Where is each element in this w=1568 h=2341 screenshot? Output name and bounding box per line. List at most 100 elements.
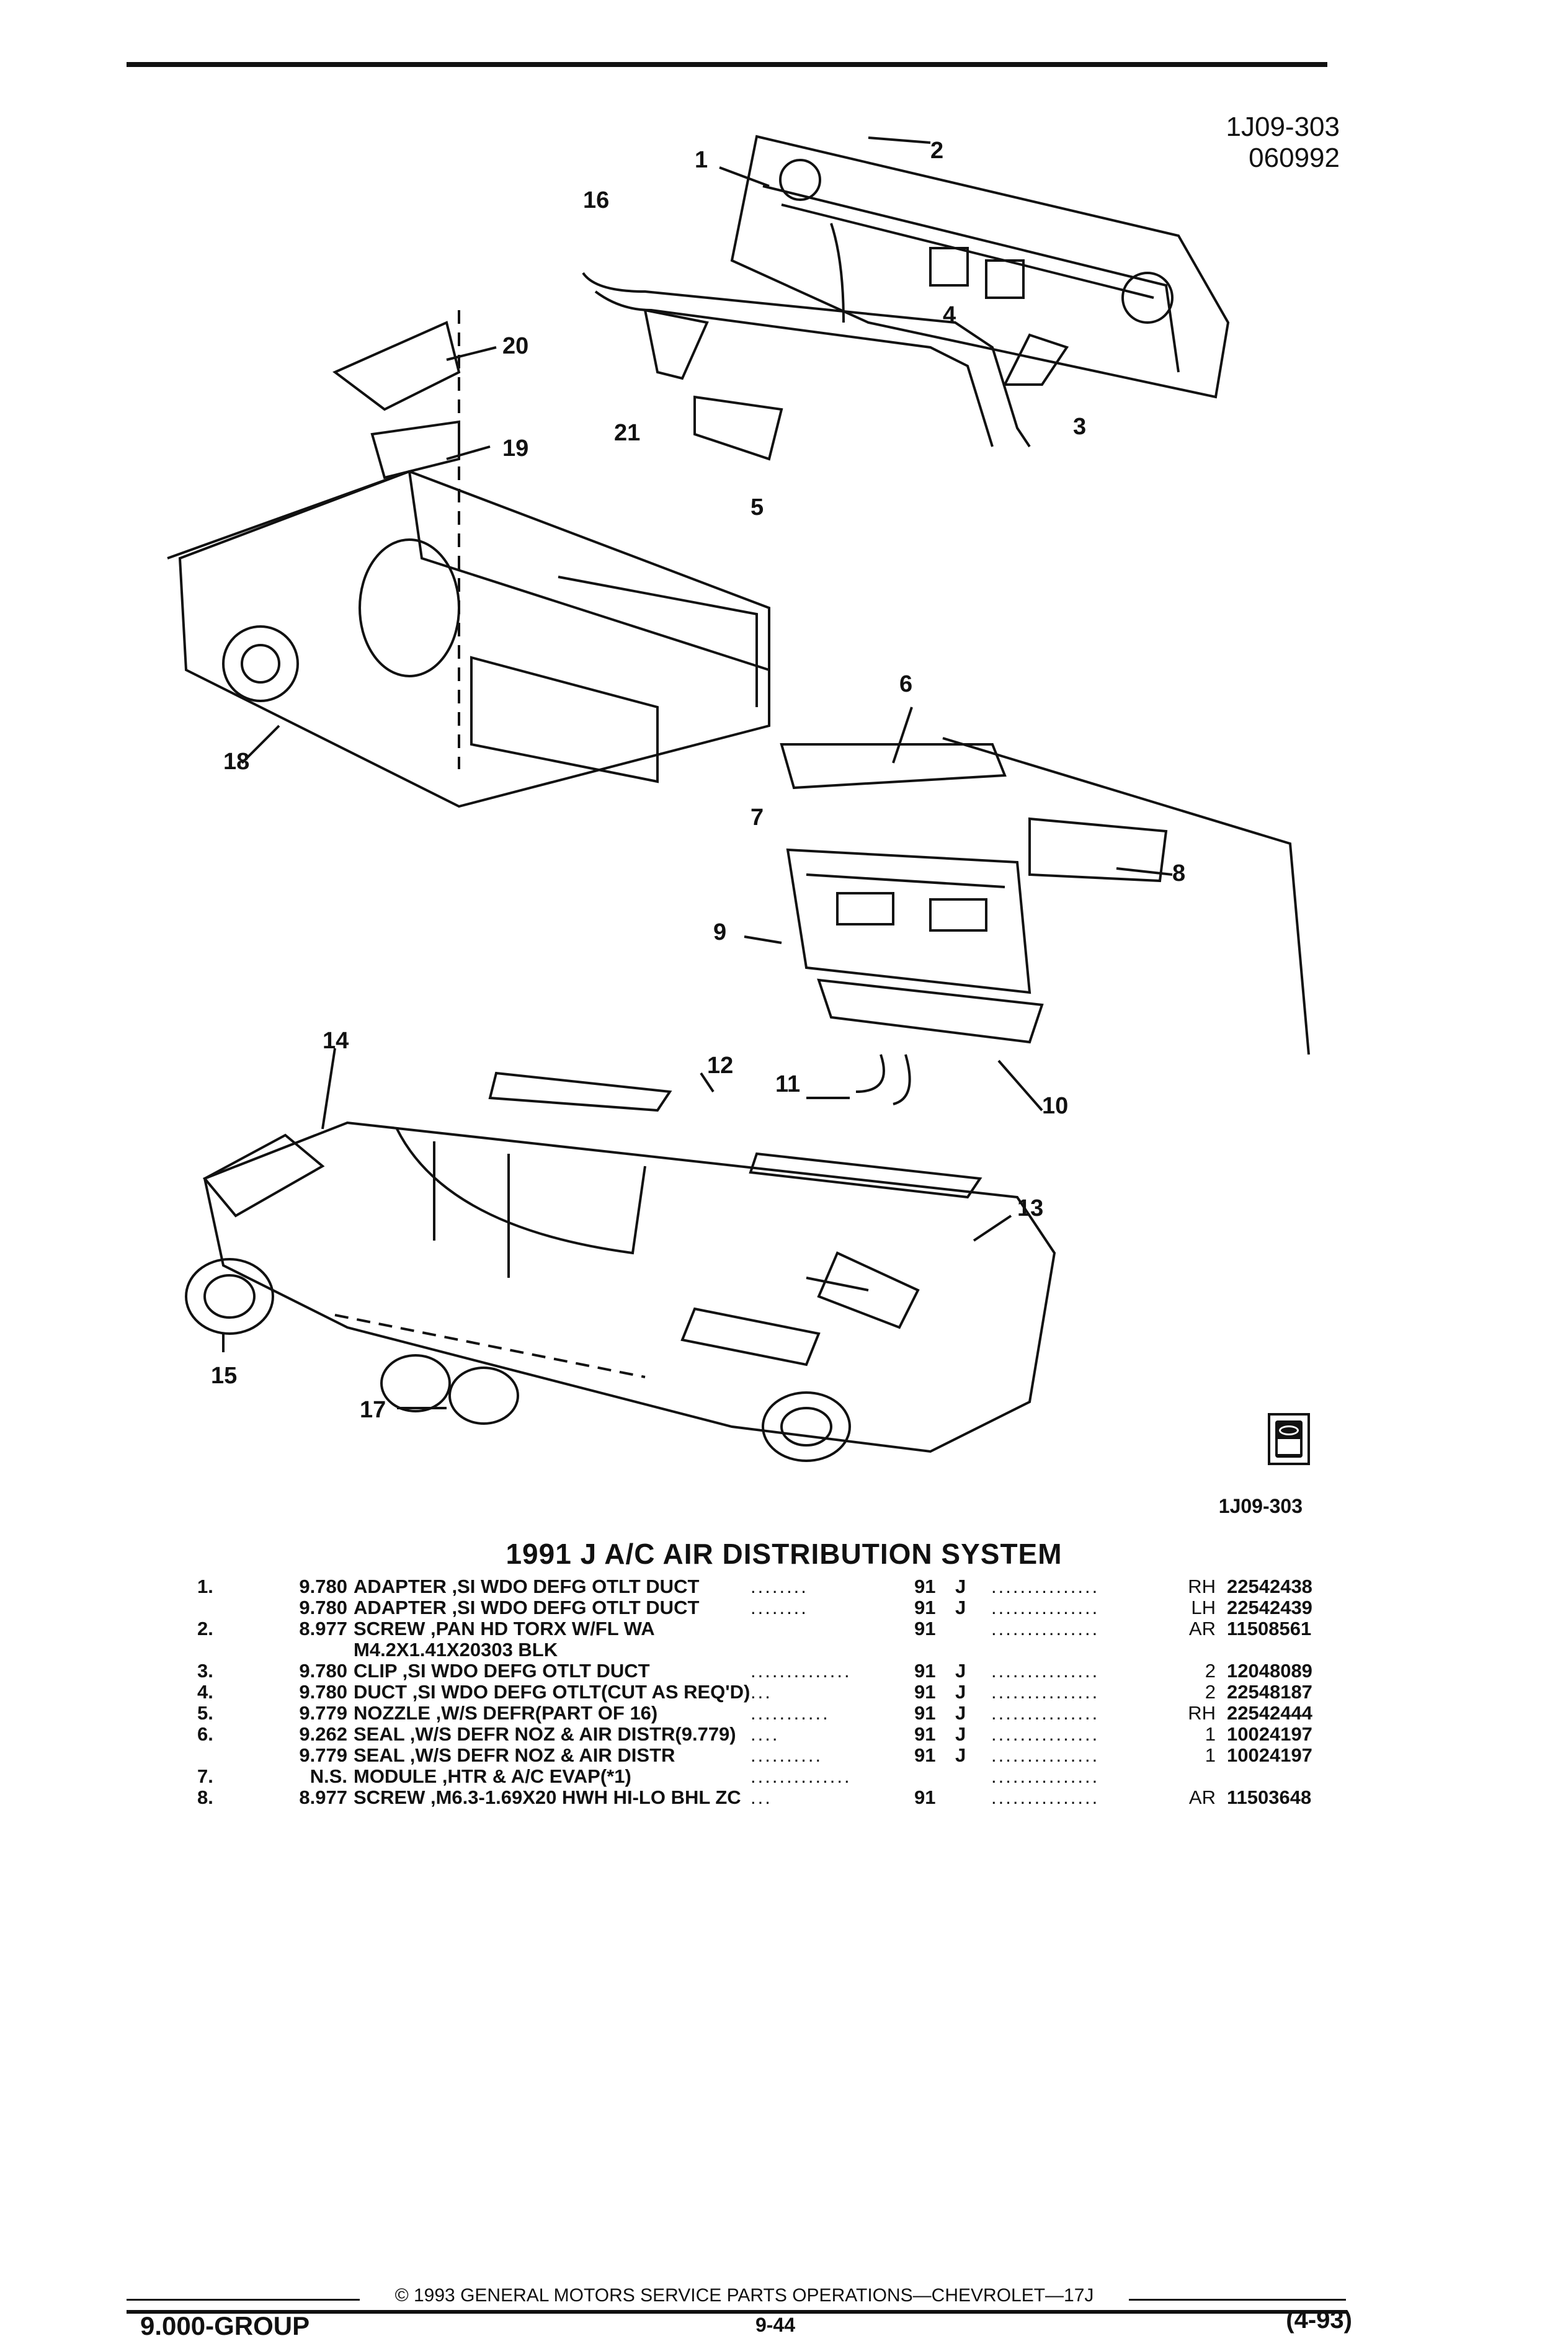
leader-dots: ..............: [751, 1660, 852, 1682]
quantity: RH: [1188, 1702, 1216, 1724]
gmspo-logo-icon: [1268, 1413, 1310, 1465]
series-code: J: [955, 1681, 966, 1703]
model-year: 91: [914, 1681, 936, 1703]
part-number: 12048089: [1227, 1660, 1312, 1682]
callout-4: 4: [943, 302, 956, 328]
leader-dots: ...............: [991, 1597, 1100, 1618]
quantity: AR: [1188, 1618, 1216, 1639]
group-code: 9.779: [299, 1702, 347, 1724]
item-number: 5.: [197, 1702, 213, 1724]
leader-dots: ...............: [991, 1681, 1100, 1703]
leader-dots: ..............: [751, 1765, 852, 1787]
figure-id: 1J09-303: [1218, 1495, 1303, 1517]
quantity: RH: [1188, 1576, 1216, 1597]
group-code: 9.779: [299, 1744, 347, 1766]
leader-dots: ...: [751, 1786, 772, 1808]
quantity: 2: [1205, 1660, 1216, 1682]
callout-9: 9: [713, 919, 726, 945]
part-number: 22542444: [1227, 1702, 1312, 1724]
model-year: 91: [914, 1702, 936, 1724]
part-description: M4.2X1.41X20303 BLK: [354, 1639, 558, 1661]
model-year: 91: [914, 1744, 936, 1766]
item-number: 3.: [197, 1660, 213, 1682]
group-code: 9.262: [299, 1723, 347, 1745]
leader-dots: ....: [751, 1723, 780, 1745]
part-description: ADAPTER ,SI WDO DEFG OTLT DUCT: [354, 1597, 700, 1618]
copyright-notice: © 1993 GENERAL MOTORS SERVICE PARTS OPER…: [394, 2285, 1094, 2306]
quantity: AR: [1188, 1786, 1216, 1808]
part-description: DUCT ,SI WDO DEFG OTLT(CUT AS REQ'D): [354, 1681, 751, 1703]
part-number: 22542438: [1227, 1576, 1312, 1597]
callout-15: 15: [211, 1363, 237, 1389]
callout-6: 6: [899, 671, 912, 697]
leader-dots: ..........: [751, 1744, 823, 1766]
leader-dots: ........: [751, 1597, 808, 1618]
item-number: 6.: [197, 1723, 213, 1745]
model-year: 91: [914, 1597, 936, 1618]
copyright-rule-right: [1129, 2299, 1346, 2301]
series-code: J: [955, 1660, 966, 1682]
callout-11: 11: [775, 1071, 800, 1097]
leader-dots: ...........: [751, 1702, 830, 1724]
drawing-id: 1J09-303: [1226, 112, 1340, 142]
series-code: J: [955, 1597, 966, 1618]
item-number: 7.: [197, 1765, 213, 1787]
callout-12: 12: [707, 1053, 733, 1079]
part-description: ADAPTER ,SI WDO DEFG OTLT DUCT: [354, 1576, 700, 1597]
callout-8: 8: [1172, 860, 1185, 886]
leader-dots: ...............: [991, 1765, 1100, 1787]
callout-13: 13: [1017, 1195, 1043, 1221]
quantity: 1: [1205, 1723, 1216, 1745]
leader-dots: ...............: [991, 1723, 1100, 1745]
callout-16: 16: [583, 187, 609, 213]
item-number: 8.: [197, 1786, 213, 1808]
callout-18: 18: [223, 749, 249, 775]
part-description: NOZZLE ,W/S DEFR(PART OF 16): [354, 1702, 658, 1724]
quantity: 2: [1205, 1681, 1216, 1703]
callout-17: 17: [360, 1397, 386, 1423]
callout-1: 1: [695, 147, 708, 173]
series-code: J: [955, 1744, 966, 1766]
group-code: N.S.: [310, 1765, 347, 1787]
part-number: 11503648: [1227, 1786, 1312, 1808]
part-description: SEAL ,W/S DEFR NOZ & AIR DISTR(9.779): [354, 1723, 736, 1745]
series-code: J: [955, 1576, 966, 1597]
series-code: J: [955, 1723, 966, 1745]
item-number: 4.: [197, 1681, 213, 1703]
quantity: LH: [1191, 1597, 1216, 1618]
leader-dots: ...............: [991, 1576, 1100, 1597]
part-description: SEAL ,W/S DEFR NOZ & AIR DISTR: [354, 1744, 675, 1766]
leader-dots: ...............: [991, 1786, 1100, 1808]
model-year: 91: [914, 1786, 936, 1808]
callout-5: 5: [751, 494, 764, 520]
group-code: 9.780: [299, 1660, 347, 1682]
leader-dots: ...............: [991, 1618, 1100, 1639]
callout-19: 19: [502, 435, 528, 462]
group-code: 8.977: [299, 1618, 347, 1639]
group-label: 9.000-GROUP: [140, 2311, 310, 2340]
page-number: 9-44: [755, 2314, 796, 2336]
part-number: 22542439: [1227, 1597, 1312, 1618]
part-number: 11508561: [1227, 1618, 1312, 1639]
exploded-parts-diagram: 1 2 3 4 5 6 7 8 9 10 11 12 13 14 15 16 1…: [167, 135, 1310, 1462]
leader-dots: ...............: [991, 1660, 1100, 1682]
leader-dots: ...............: [991, 1744, 1100, 1766]
callout-3: 3: [1073, 414, 1086, 440]
callout-10: 10: [1042, 1093, 1068, 1119]
group-code: 8.977: [299, 1786, 347, 1808]
model-year: 91: [914, 1618, 936, 1639]
callout-21: 21: [614, 420, 640, 446]
callout-2: 2: [930, 138, 943, 164]
part-description: CLIP ,SI WDO DEFG OTLT DUCT: [354, 1660, 650, 1682]
series-code: J: [955, 1702, 966, 1724]
item-number: 2.: [197, 1618, 213, 1639]
group-code: 9.780: [299, 1681, 347, 1703]
leader-dots: ...: [751, 1681, 772, 1703]
model-year: 91: [914, 1576, 936, 1597]
part-number: 22548187: [1227, 1681, 1312, 1703]
drawing-date: 060992: [1249, 143, 1340, 173]
part-description: SCREW ,M6.3-1.69X20 HWH HI-LO BHL ZC: [354, 1786, 741, 1808]
callout-7: 7: [751, 805, 764, 831]
callout-20: 20: [502, 333, 528, 359]
leader-dots: ...............: [991, 1702, 1100, 1724]
